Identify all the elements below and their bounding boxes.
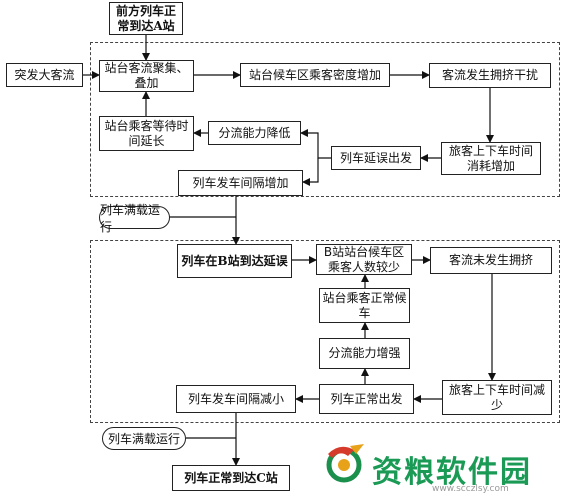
label-full-run-1: 列车满载运行 xyxy=(99,203,170,234)
node-front-train-arrive-a: 前方列车正常到达A站 xyxy=(109,2,183,35)
node-fewer-passengers: B站站台候车区乘客人数较少 xyxy=(316,244,412,275)
node-density-up: 站台候车区乘客密度增加 xyxy=(240,63,390,87)
node-normal-wait: 站台乘客正常候车 xyxy=(319,288,410,323)
node-normal-arrive-c: 列车正常到达C站 xyxy=(172,465,290,491)
node-wait-longer: 站台乘客等待时间延长 xyxy=(99,116,194,151)
node-delayed-arrival-b: 列车在B站到达延误 xyxy=(177,244,292,278)
node-normal-depart: 列车正常出发 xyxy=(319,384,414,414)
node-crowding: 客流发生拥挤干扰 xyxy=(429,63,551,88)
node-train-delay: 列车延误出发 xyxy=(331,146,421,170)
watermark-text: 资粮软件园 xyxy=(372,455,532,490)
node-diversion-up: 分流能力增强 xyxy=(319,338,410,369)
arrow-delay-to-diversion xyxy=(300,129,331,159)
group-frame-b-station xyxy=(90,240,560,423)
node-sudden-passenger-flow: 突发大客流 xyxy=(6,63,83,87)
node-headway-up: 列车发车间隔增加 xyxy=(178,170,303,196)
node-board-time-up: 旅客上下车时间消耗增加 xyxy=(441,142,541,175)
arrow-delay-to-headway xyxy=(302,158,319,186)
watermark-url: www.scczlsy.com xyxy=(432,484,509,494)
node-headway-down: 列车发车间隔减小 xyxy=(176,385,296,413)
node-no-crowding: 客流未发生拥挤 xyxy=(430,247,552,274)
group-frame-a-station xyxy=(90,42,560,197)
node-diversion-down: 分流能力降低 xyxy=(208,121,301,145)
node-board-time-down: 旅客上下车时间减少 xyxy=(442,380,552,415)
watermark-logo-icon xyxy=(326,444,364,483)
label-full-run-2: 列车满载运行 xyxy=(102,427,186,450)
node-platform-gather: 站台客流聚集、叠加 xyxy=(99,60,194,92)
